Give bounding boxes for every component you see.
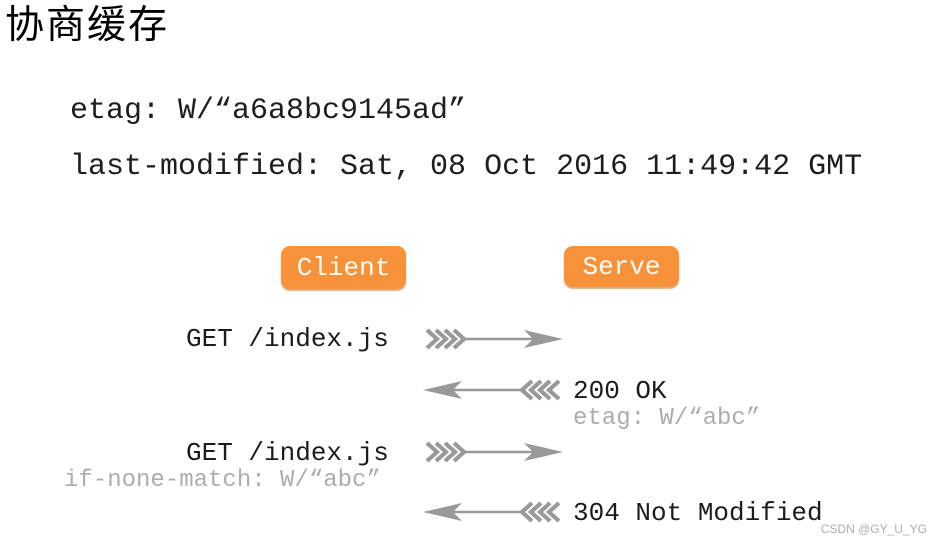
response-arrow-left-icon xyxy=(423,379,561,401)
request-arrow-right-icon xyxy=(425,328,563,350)
response-arrow-left-icon xyxy=(423,501,561,523)
csdn-watermark: CSDN @GY_U_YG xyxy=(820,522,927,536)
request-label-get-index-2: GET /index.js xyxy=(186,438,389,468)
last-modified-header-line: last-modified: Sat, 08 Oct 2016 11:49:42… xyxy=(70,150,863,184)
response-label-200-ok: 200 OK xyxy=(573,376,667,406)
request-label-get-index: GET /index.js xyxy=(186,324,389,354)
request-arrow-right-icon xyxy=(425,441,563,463)
etag-header-line: etag: W/“a6a8bc9145ad” xyxy=(70,94,467,128)
response-etag-subtext: etag: W/“abc” xyxy=(573,405,761,432)
page-title: 协商缓存 xyxy=(5,4,170,47)
server-actor-box: Serve xyxy=(564,246,679,287)
client-actor-box: Client xyxy=(281,246,406,289)
request-if-none-match-subtext: if-none-match: W/“abc” xyxy=(64,467,381,494)
response-label-304-not-modified: 304 Not Modified xyxy=(573,498,823,528)
